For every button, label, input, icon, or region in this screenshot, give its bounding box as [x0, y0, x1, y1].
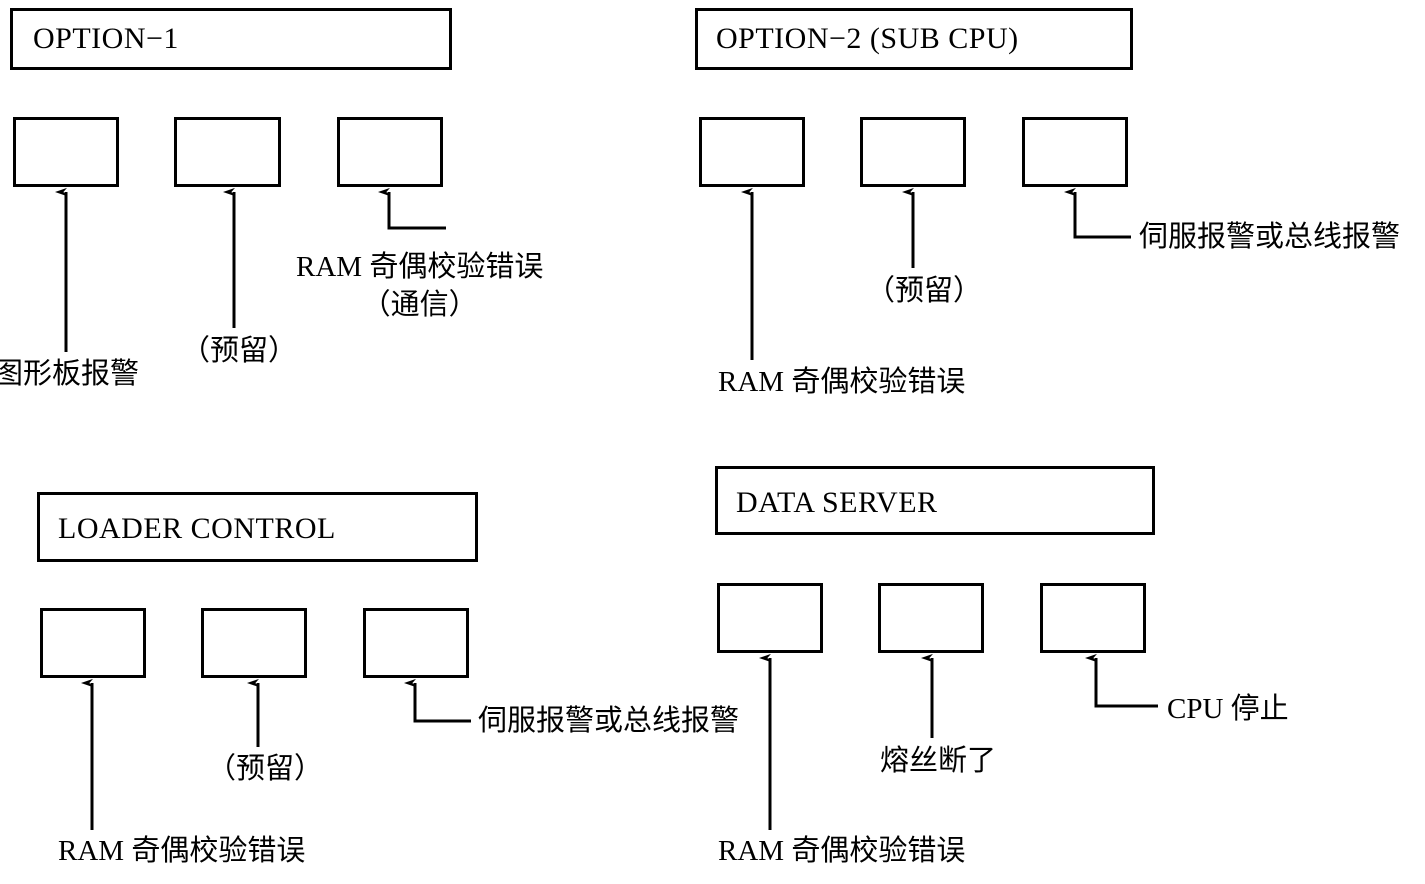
signal-box-option-2-2 — [860, 117, 966, 187]
signal-box-option-1-2 — [174, 117, 281, 187]
callout-label-option-2-servo-alarm-or-bus-alarm: 伺服报警或总线报警 — [1139, 218, 1400, 256]
callout-label-data-server-cpu-stop: CPU 停止 — [1167, 690, 1289, 728]
callout-line: RAM 奇偶校验错误 — [718, 835, 966, 867]
arrow-connectors — [55, 187, 1158, 830]
callout-label-loader-control-ram-parity-error: RAM 奇偶校验错误 — [58, 832, 305, 870]
signal-box-data-server-1 — [717, 583, 823, 653]
callout-label-loader-control-reserved: （预留） — [207, 750, 323, 788]
signal-box-option-1-1 — [13, 117, 119, 187]
unit-title-box-option-2 — [695, 8, 1133, 70]
callout-line: CPU 停止 — [1167, 693, 1289, 725]
unit-title-box-data-server — [715, 466, 1155, 535]
callout-line: （预留） — [181, 335, 298, 367]
callout-line: 伺服报警或总线报警 — [1139, 221, 1401, 253]
unit-title-label-option-1: OPTION−1 — [33, 22, 179, 55]
callout-label-option-1-reserved: （预留） — [181, 332, 297, 370]
signal-box-data-server-3 — [1040, 583, 1146, 653]
callout-label-option-1-graphic-board-alarm: 图形板报警 — [0, 355, 139, 393]
callout-label-loader-control-servo-alarm-or-bus-alarm: 伺服报警或总线报警 — [478, 702, 739, 740]
callout-label-data-server-fuse-blown: 熔丝断了 — [880, 742, 996, 780]
callout-line: （预留） — [866, 275, 983, 307]
callout-label-option-2-reserved: （预留） — [866, 272, 982, 310]
callout-label-option-1-ram-parity-error-communication: RAM 奇偶校验错误 （通信） — [296, 248, 543, 324]
signal-box-option-1-3 — [337, 117, 443, 187]
callout-line: 熔丝断了 — [880, 745, 997, 777]
unit-title-label-data-server: DATA SERVER — [736, 486, 938, 519]
callout-line: RAM 奇偶校验错误 — [296, 251, 544, 283]
callout-label-data-server-ram-parity-error: RAM 奇偶校验错误 — [718, 832, 965, 870]
unit-title-label-loader-control: LOADER CONTROL — [58, 512, 336, 545]
callout-line: RAM 奇偶校验错误 — [718, 366, 966, 398]
callout-label-option-2-ram-parity-error: RAM 奇偶校验错误 — [718, 363, 965, 401]
signal-box-loader-control-2 — [201, 608, 307, 678]
signal-box-loader-control-3 — [363, 608, 469, 678]
callout-line: （通信） — [361, 289, 478, 321]
unit-title-label-option-2: OPTION−2 (SUB CPU) — [716, 22, 1019, 55]
unit-title-box-option-1 — [10, 8, 452, 70]
callout-line: （预留） — [207, 753, 324, 785]
callout-line: 图形板报警 — [0, 358, 140, 390]
unit-title-box-loader-control — [37, 492, 478, 562]
callout-line: RAM 奇偶校验错误 — [58, 835, 306, 867]
signal-box-option-2-3 — [1022, 117, 1128, 187]
callout-line: 伺服报警或总线报警 — [478, 705, 740, 737]
signal-box-data-server-2 — [878, 583, 984, 653]
signal-box-loader-control-1 — [40, 608, 146, 678]
signal-box-option-2-1 — [699, 117, 805, 187]
